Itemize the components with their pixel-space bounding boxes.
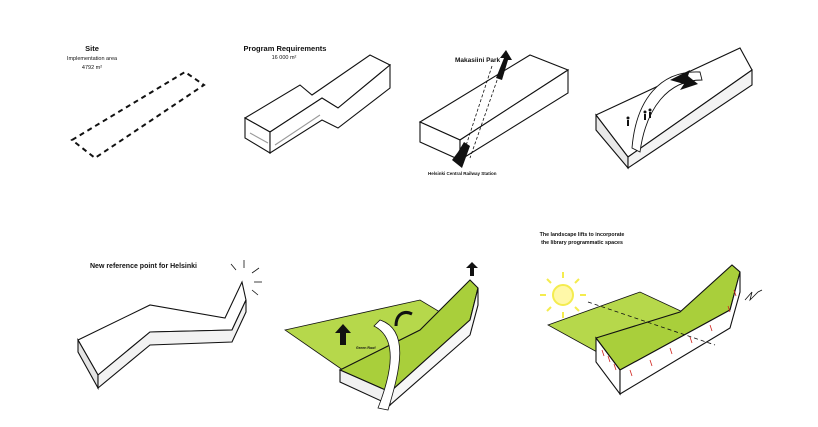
lightning-icon: [744, 289, 763, 302]
people-icon: [626, 108, 652, 126]
program-title: Program Requirements: [243, 44, 327, 53]
landscape-caption-line1: The landscape lifts to incorporate: [539, 232, 625, 238]
curved-arrow-icon: [394, 311, 413, 327]
dashed-sightline: [587, 301, 716, 346]
arrow-down-icon: [452, 142, 470, 168]
site-area: 4792 m²: [81, 65, 103, 71]
reference-title: New reference point for Helsinki: [90, 263, 197, 270]
arrow-up-icon: [496, 50, 512, 80]
curved-arrow-icon: [670, 70, 698, 90]
passage-dashed-lines: [461, 65, 503, 159]
landscape-caption-line2: the library programmatic spaces: [541, 240, 623, 246]
green-roof-label: Green Roof: [356, 346, 376, 350]
ribbon-white: [373, 319, 401, 411]
green-lift-block: [338, 279, 479, 407]
connection-top-label: Makasiini Park: [455, 57, 501, 64]
program-block: [243, 54, 392, 155]
site-subtitle: Implementation area: [66, 56, 118, 62]
reference-block: [77, 280, 247, 391]
sparkle-icon: [230, 260, 262, 296]
arrow-up-icon: [335, 262, 478, 345]
program-area: 16 000 m²: [271, 55, 297, 61]
site-title: Site: [85, 44, 99, 53]
sun-icon: [540, 272, 586, 318]
lifted-block: [595, 47, 753, 170]
cut-marks: [601, 289, 737, 377]
connection-bottom-label: Helsinki Central Railway Station: [428, 171, 497, 176]
connection-block: [418, 54, 570, 161]
site-dashed-outline: [70, 70, 206, 160]
landscape-block: [595, 264, 741, 396]
